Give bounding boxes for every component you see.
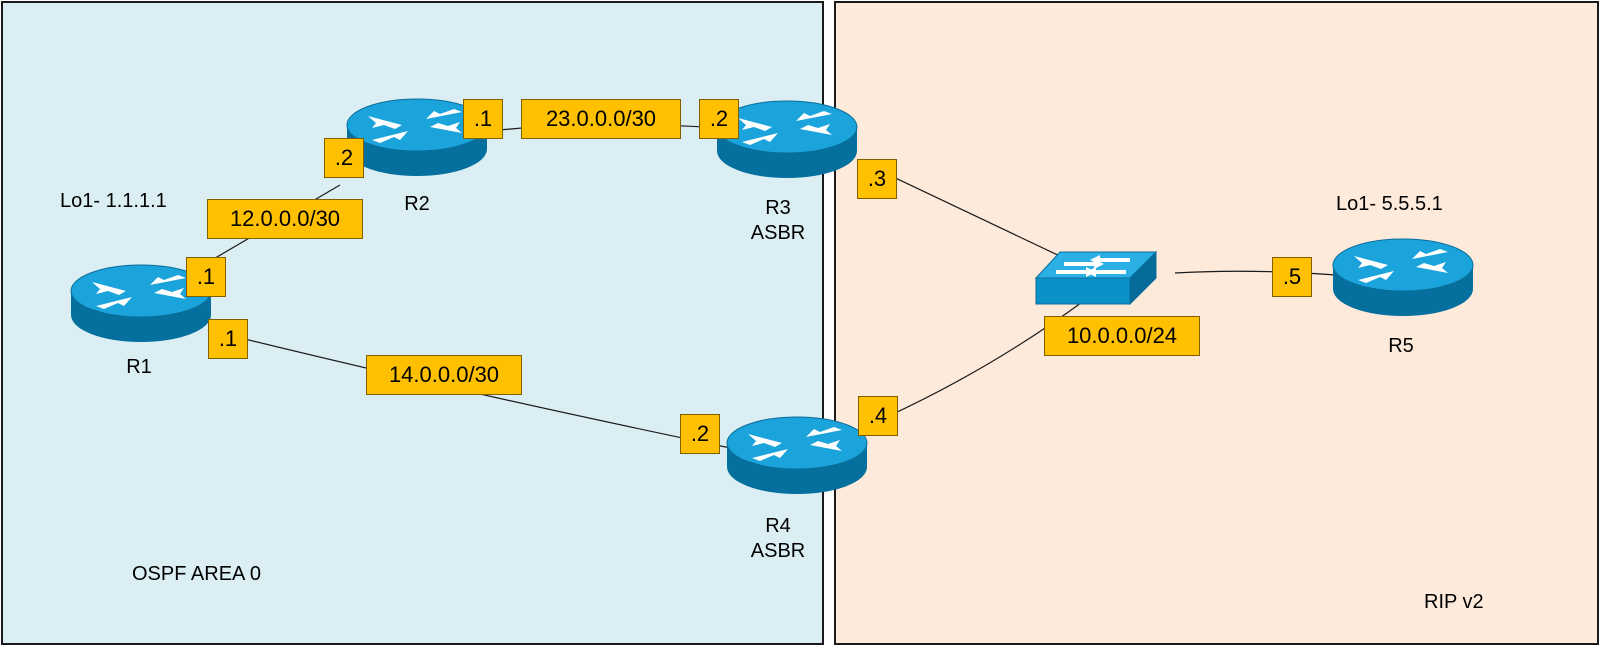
router-r5[interactable] bbox=[1330, 236, 1476, 318]
router-icon bbox=[1332, 238, 1474, 316]
ospf-area-label: OSPF AREA 0 bbox=[132, 563, 261, 585]
rip-v2-region bbox=[834, 1, 1599, 645]
router-r4-label: R4 ASBR bbox=[738, 514, 818, 564]
iface-r5-lan: .5 bbox=[1272, 257, 1312, 297]
router-icon bbox=[716, 100, 858, 178]
router-r5-loopback: Lo1- 5.5.5.1 bbox=[1336, 193, 1443, 215]
router-r4-role: ASBR bbox=[750, 540, 806, 562]
router-r1[interactable] bbox=[68, 262, 214, 344]
router-r1-loopback: Lo1- 1.1.1.1 bbox=[60, 190, 167, 212]
rip-area-label: RIP v2 bbox=[1424, 591, 1484, 613]
iface-r4-lan: .4 bbox=[858, 396, 898, 436]
router-r3-role: ASBR bbox=[750, 222, 806, 244]
iface-r1-to-r4: .1 bbox=[208, 319, 248, 359]
iface-r3-to-r2: .2 bbox=[699, 99, 739, 139]
link-r3-switch bbox=[867, 164, 1086, 269]
network-label-23: 23.0.0.0/30 bbox=[521, 99, 681, 139]
router-r3-label: R3 ASBR bbox=[738, 196, 818, 246]
iface-r3-lan: .3 bbox=[857, 159, 897, 199]
router-r3[interactable] bbox=[714, 98, 860, 180]
router-r4[interactable] bbox=[724, 414, 870, 496]
iface-r2-to-r3: .1 bbox=[463, 99, 503, 139]
router-r5-label: R5 bbox=[1388, 335, 1414, 357]
router-icon bbox=[346, 98, 488, 176]
network-label-14: 14.0.0.0/30 bbox=[366, 355, 522, 395]
network-label-12: 12.0.0.0/30 bbox=[207, 199, 363, 239]
router-icon bbox=[70, 264, 212, 342]
network-label-lan: 10.0.0.0/24 bbox=[1044, 316, 1200, 356]
router-r2-label: R2 bbox=[404, 193, 430, 215]
iface-r4-to-r1: .2 bbox=[680, 414, 720, 454]
iface-r1-to-r2: .1 bbox=[186, 257, 226, 297]
router-r1-label: R1 bbox=[126, 356, 152, 378]
router-r2[interactable] bbox=[344, 96, 490, 178]
switch-icon bbox=[1034, 250, 1158, 306]
lan-switch[interactable] bbox=[1034, 250, 1162, 306]
iface-r2-to-r1: .2 bbox=[324, 138, 364, 178]
router-icon bbox=[726, 416, 868, 494]
router-r4-name: R4 bbox=[765, 515, 791, 537]
router-r3-name: R3 bbox=[765, 197, 791, 219]
